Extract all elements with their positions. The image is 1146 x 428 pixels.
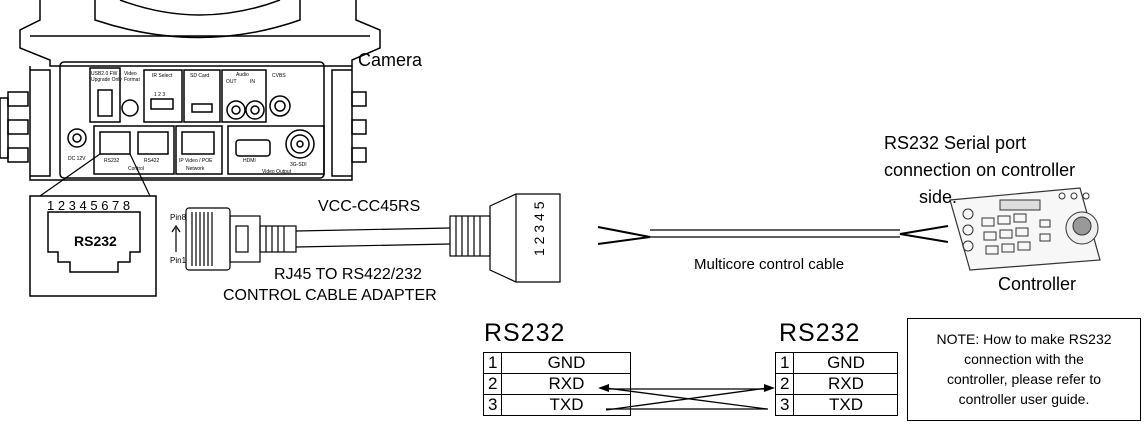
usb-sub-label: Upgrade Only (91, 77, 122, 83)
pin-signal: RXD (501, 373, 632, 395)
table-row: 1 GND (482, 352, 632, 374)
video-format-label: Video (124, 71, 137, 77)
left-table-title: RS232 (484, 319, 566, 347)
pin-number: 2 (774, 373, 795, 395)
usb-label: USB2.0 FW (91, 71, 118, 77)
note-box: NOTE: How to make RS232 connection with … (907, 318, 1141, 421)
port-rs232-label: RS232 (74, 233, 117, 249)
pin-number: 1 (774, 352, 795, 374)
controller-label: Controller (998, 274, 1077, 294)
serial-port-line2: connection on controller (884, 160, 1076, 180)
left-pin-table: 1 GND 2 RXD 3 TXD (482, 352, 632, 416)
video-output-label: Video Output (262, 169, 292, 175)
pin8-label: Pin8 (170, 213, 187, 222)
note-line4: controller user guide. (958, 391, 1090, 407)
table-row: 3 TXD (482, 394, 632, 416)
ir-select-label: IR Select (152, 73, 173, 79)
rs232-panel-label: RS232 (104, 158, 120, 164)
pin1-label: Pin1 (170, 256, 187, 265)
pin-signal: RXD (793, 373, 899, 395)
serial-port-line3: side. (919, 187, 958, 207)
hdmi-label: HDMI (243, 158, 256, 164)
multicore-cable-label: Multicore control cable (694, 256, 845, 273)
pin-signal: TXD (501, 394, 632, 416)
cvbs-label: CVBS (272, 73, 286, 79)
pin-number: 1 (482, 352, 503, 374)
table-row: 3 TXD (774, 394, 899, 416)
control-panel-label: Control (128, 166, 144, 172)
note-line1: NOTE: How to make RS232 (936, 331, 1112, 347)
table-row: 2 RXD (774, 373, 899, 395)
port-pin-numbers: 1 2 3 4 5 6 7 8 (47, 198, 130, 213)
audio-out-label: OUT (226, 79, 237, 85)
audio-label: Audio (236, 72, 249, 78)
pin-number: 3 (482, 394, 503, 416)
network-label: Network (186, 166, 205, 172)
camera-label: Camera (358, 50, 423, 70)
note-line2: connection with the (964, 351, 1084, 367)
sdi-label: 3G-SDI (290, 162, 307, 168)
rs422-panel-label: RS422 (144, 158, 160, 164)
adapter-model-label: VCC-CC45RS (318, 198, 421, 215)
dc-label: DC 12V (68, 156, 86, 162)
terminal-numbers: 1 2 3 4 5 (531, 201, 547, 256)
pin-number: 2 (482, 373, 503, 395)
pin-number: 3 (774, 394, 795, 416)
pin-signal: TXD (793, 394, 899, 416)
right-table-title: RS232 (779, 319, 861, 347)
table-row: 1 GND (774, 352, 899, 374)
serial-port-line1: RS232 Serial port (884, 133, 1027, 153)
ir-numbers-label: 1 2 3 (154, 92, 165, 98)
adapter-desc-line2: CONTROL CABLE ADAPTER (223, 287, 437, 304)
adapter-desc-line1: RJ45 TO RS422/232 (274, 266, 422, 283)
right-pin-table: 1 GND 2 RXD 3 TXD (774, 352, 899, 416)
pin-signal: GND (501, 352, 632, 374)
sd-card-label: SD Card (190, 73, 209, 79)
note-line3: controller, please refer to (946, 371, 1102, 387)
table-row: 2 RXD (482, 373, 632, 395)
video-format-sub-label: Format (124, 77, 140, 83)
pin-signal: GND (793, 352, 899, 374)
audio-in-label: IN (250, 79, 255, 85)
ip-video-label: IP Video / POE (179, 158, 213, 164)
